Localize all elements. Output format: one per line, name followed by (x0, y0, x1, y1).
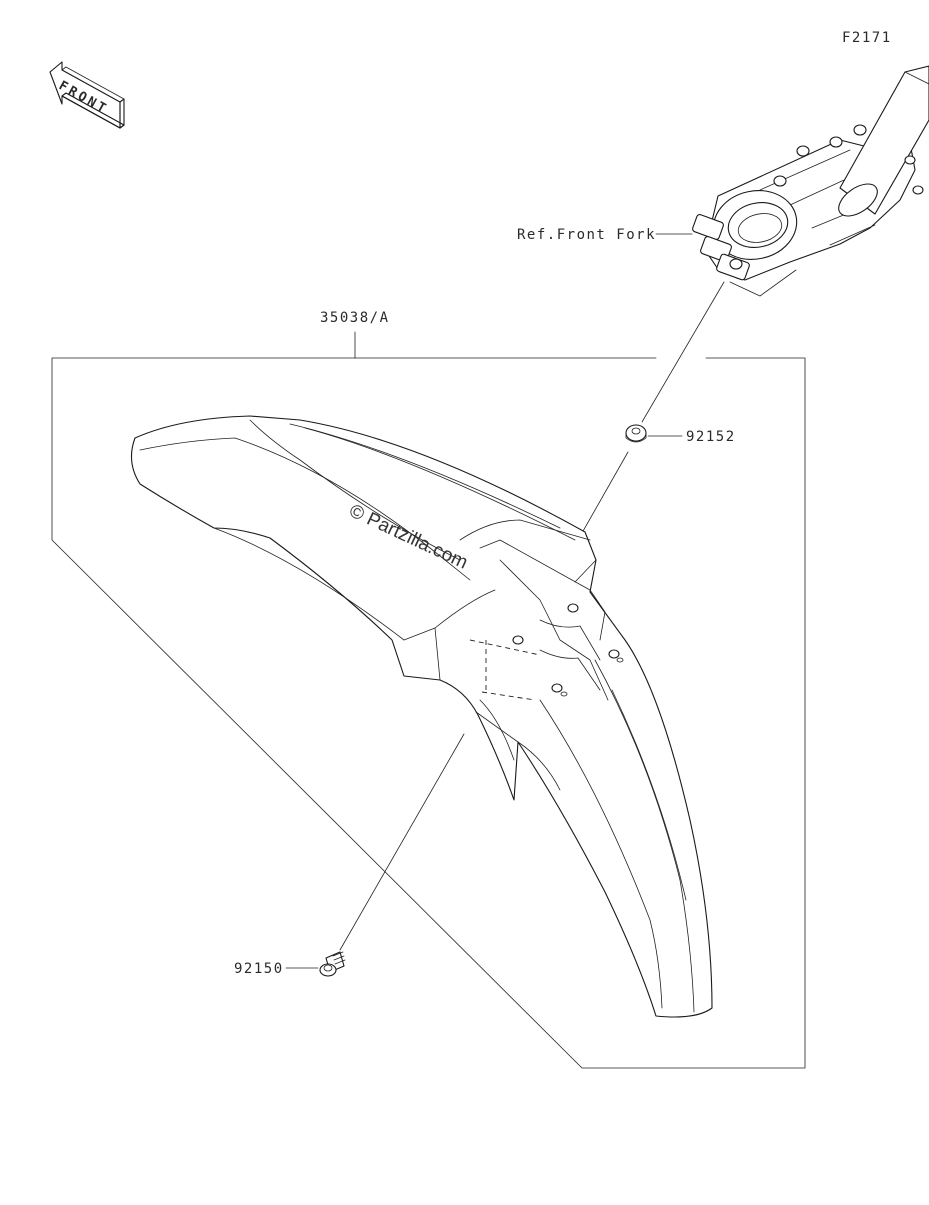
figure-code: F2171 (842, 30, 892, 46)
front-fork-ref-label: Ref.Front Fork (517, 227, 656, 243)
fender-part-number: 35038/A (320, 310, 390, 326)
bolt-92150 (319, 951, 346, 977)
fender-assembly-bracket (51, 331, 806, 1069)
bolt-part-number: 92150 (234, 961, 284, 977)
front-fender-drawing (130, 415, 713, 1018)
front-fork-ref-drawing (692, 65, 929, 297)
washer-92152 (625, 424, 647, 443)
front-direction-arrow-icon: FRONT (49, 61, 125, 129)
washer-part-number: 92152 (686, 429, 736, 445)
